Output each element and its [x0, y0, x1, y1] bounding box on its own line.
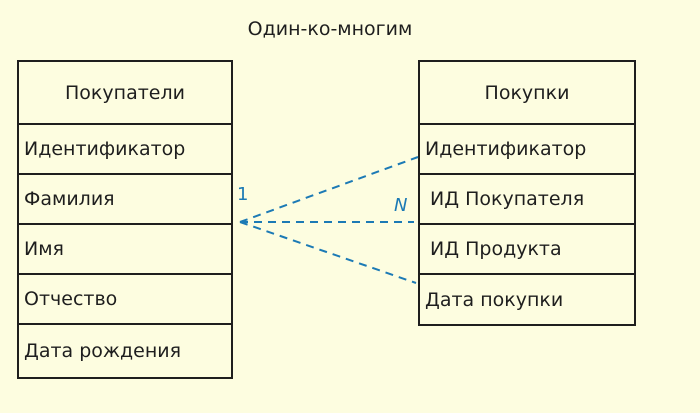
table-field: Идентификатор — [420, 125, 634, 175]
purchases-table: Покупки Идентификатор ИД Покупателя ИД П… — [418, 60, 636, 326]
one-cardinality-label: 1 — [237, 184, 249, 205]
many-cardinality-label: N — [394, 195, 408, 216]
diagram-title: Один-ко-многим — [247, 18, 413, 40]
table-field: Фамилия — [19, 175, 231, 225]
table-field: ИД Продукта — [420, 225, 634, 275]
table-field: Отчество — [19, 275, 231, 325]
table-field: Идентификатор — [19, 125, 231, 175]
table-field: ИД Покупателя — [420, 175, 634, 225]
table-field: Дата рождения — [24, 340, 182, 362]
customers-table: Покупатели Идентификатор Фамилия Имя Отч… — [17, 60, 233, 379]
table-header: Покупатели — [19, 62, 231, 125]
table-field: Имя — [19, 225, 231, 275]
table-field: Дата покупки — [425, 289, 564, 311]
table-header: Покупки — [420, 62, 634, 125]
relation-line — [239, 221, 417, 284]
relation-line — [239, 156, 419, 223]
